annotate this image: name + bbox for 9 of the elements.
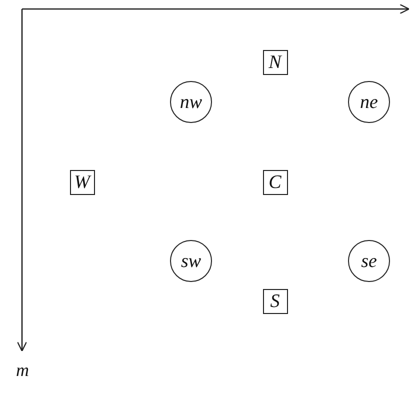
axis-label: m (16, 361, 29, 379)
square-node: N (262, 50, 288, 74)
square-node: W (70, 170, 94, 194)
circle-node: nw (170, 81, 212, 123)
circle-node: sw (170, 240, 212, 282)
square-node: S (262, 288, 288, 314)
square-node: C (262, 170, 288, 194)
circle-node: se (348, 240, 390, 282)
circle-node: ne (348, 81, 390, 123)
